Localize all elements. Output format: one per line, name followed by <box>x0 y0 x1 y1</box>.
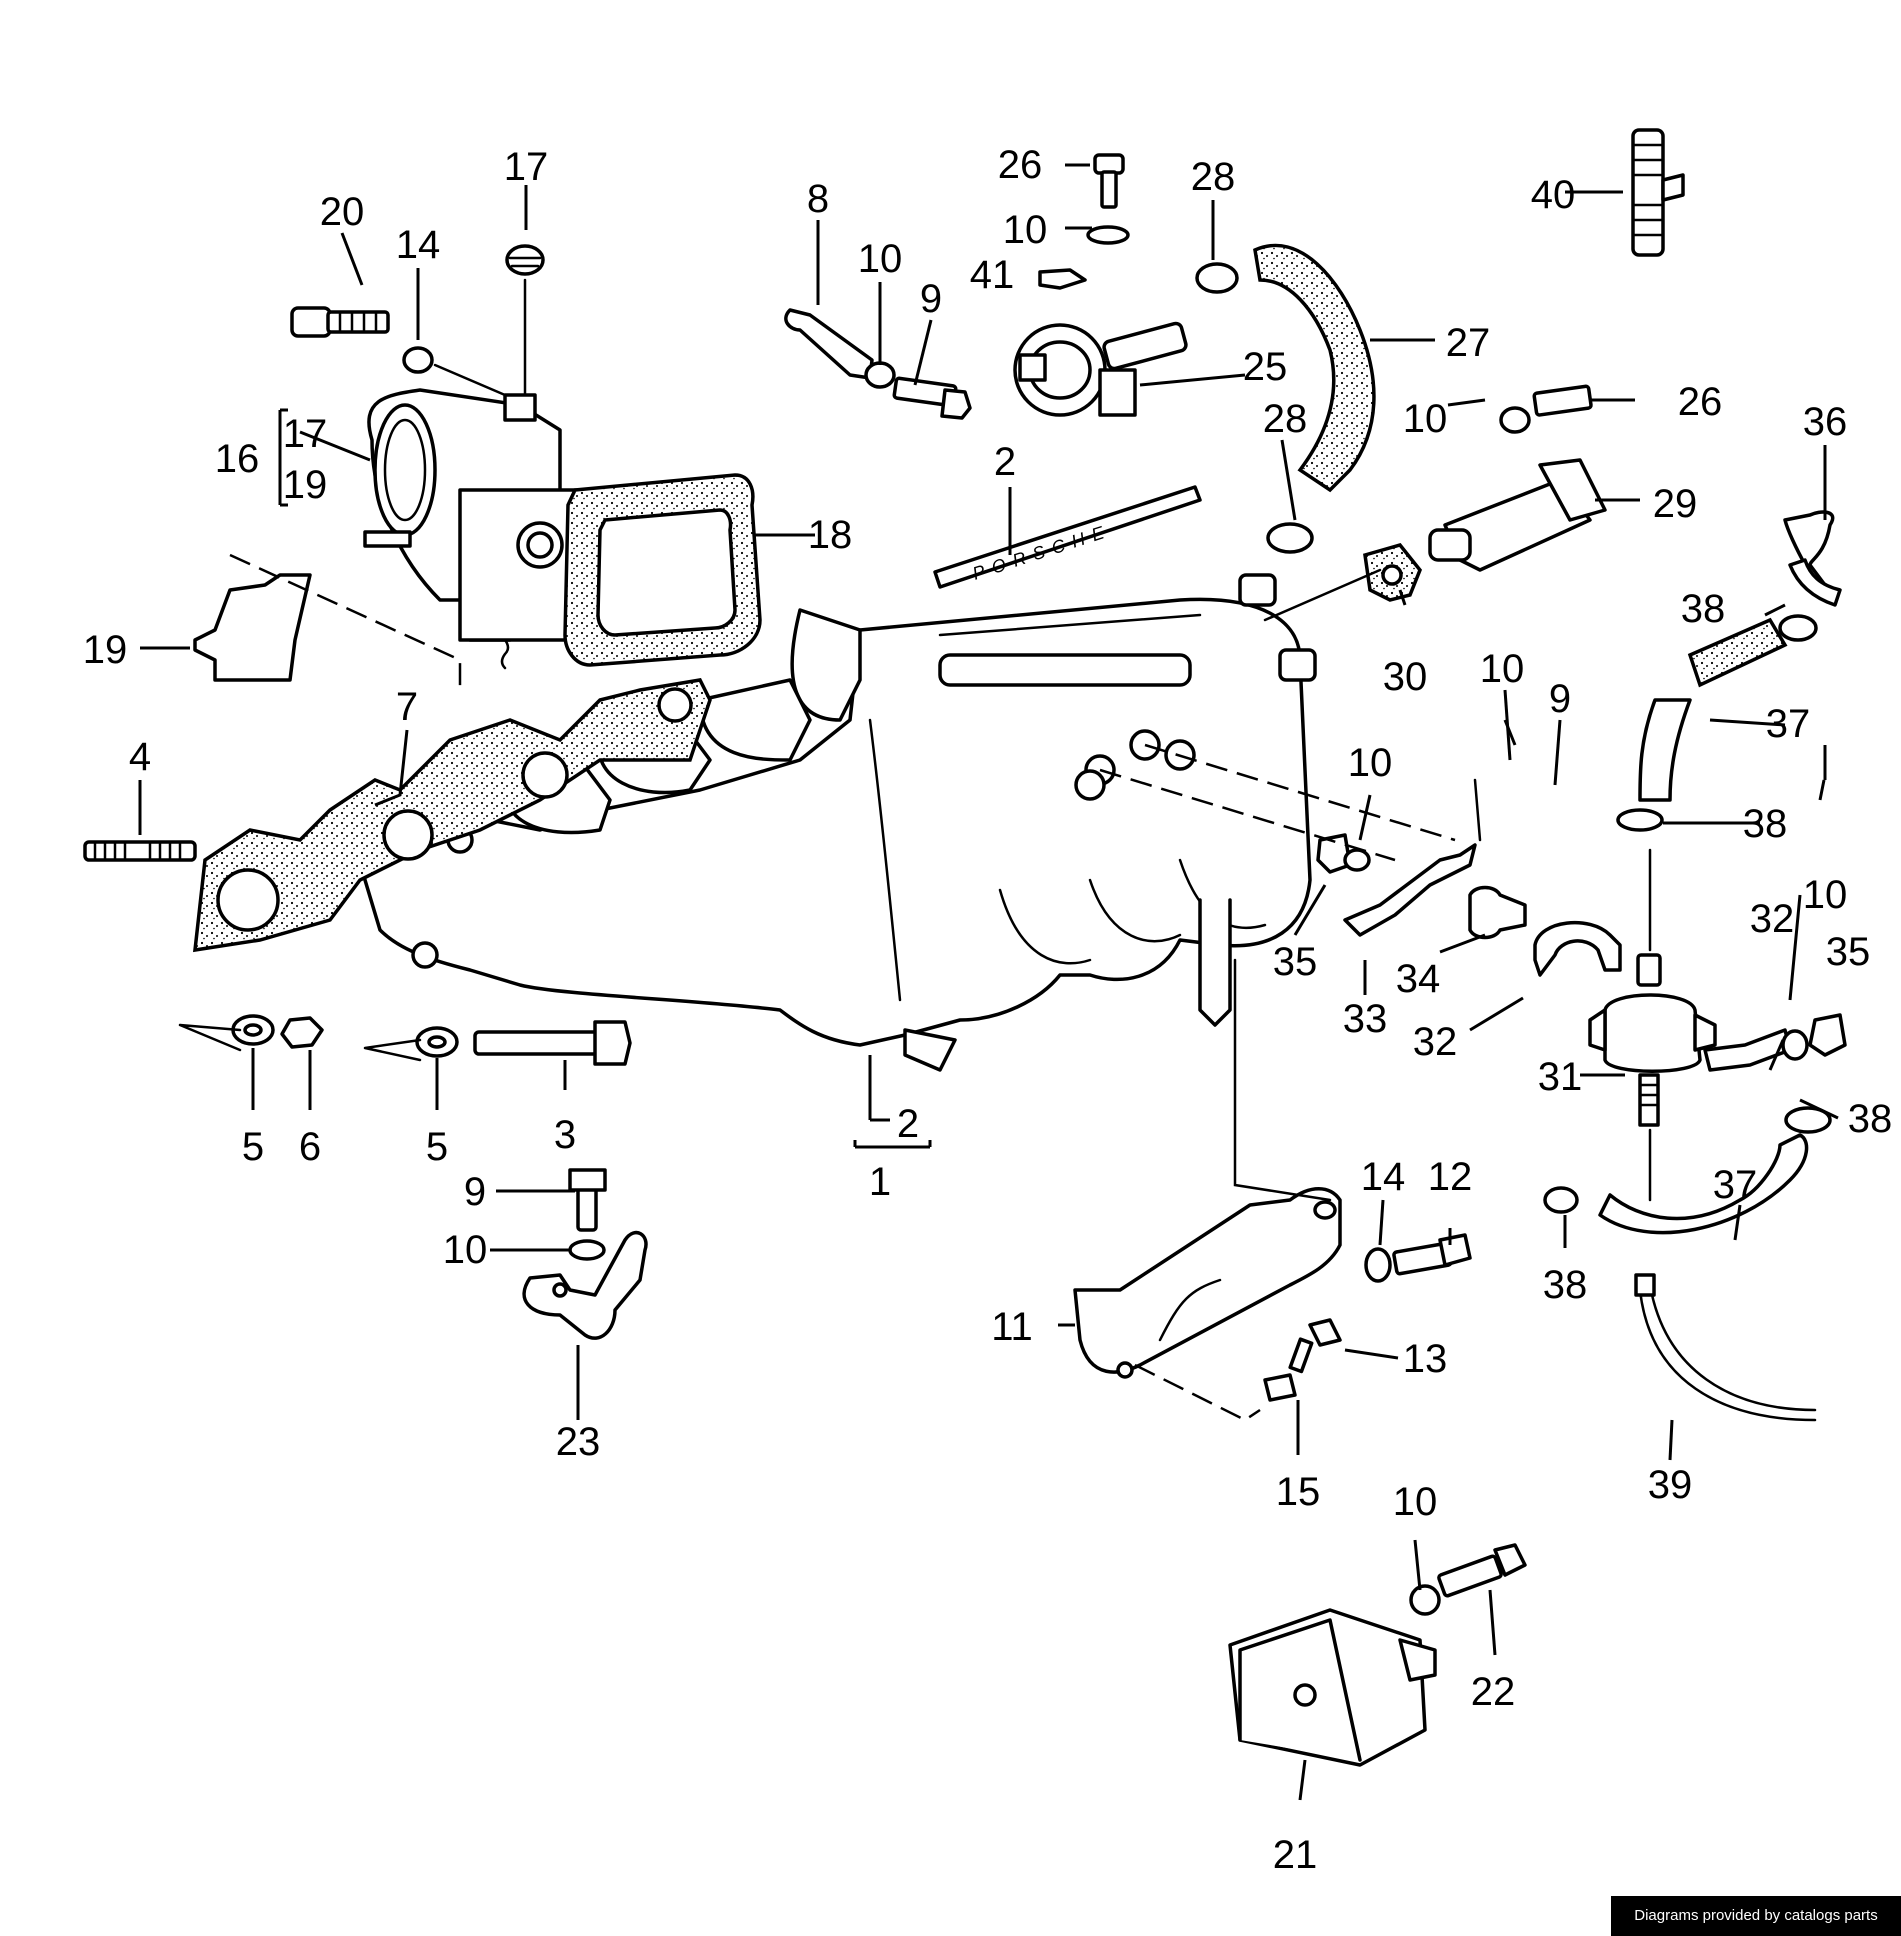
callout-10: 10 <box>1003 208 1048 252</box>
callout-16: 16 <box>215 437 260 481</box>
callout-10: 10 <box>1480 647 1525 691</box>
callout-22: 22 <box>1471 1670 1516 1714</box>
callout-17: 17 <box>504 145 549 189</box>
callout-10: 10 <box>858 237 903 281</box>
callout-38: 38 <box>1681 587 1726 631</box>
callout-17: 17 <box>283 412 328 456</box>
callout-4: 4 <box>129 735 151 779</box>
callout-14: 14 <box>396 223 441 267</box>
callout-38: 38 <box>1543 1263 1588 1307</box>
callout-13: 13 <box>1403 1337 1448 1381</box>
idle-valve-part <box>1263 384 1607 622</box>
callout-33: 33 <box>1343 997 1388 1041</box>
callout-41: 41 <box>970 253 1015 297</box>
credit-banner: Diagrams provided by catalogs parts <box>1611 1896 1901 1936</box>
assembly-lines <box>1099 743 1652 1422</box>
callout-12: 12 <box>1428 1155 1473 1199</box>
callout-6: 6 <box>299 1125 321 1169</box>
callout-36: 36 <box>1803 400 1848 444</box>
callout-27: 27 <box>1446 321 1491 365</box>
callout-37: 37 <box>1766 702 1811 746</box>
bolt-part <box>473 1020 632 1066</box>
callout-30: 30 <box>1383 655 1428 699</box>
callout-32: 32 <box>1750 897 1795 941</box>
callout-1: 1 <box>869 1160 891 1204</box>
stud-part-40 <box>1631 128 1685 257</box>
callout-2: 2 <box>994 440 1016 484</box>
callout-39: 39 <box>1648 1463 1693 1507</box>
bracket-part-23 <box>522 1168 648 1340</box>
callout-3: 3 <box>554 1113 576 1157</box>
callout-5: 5 <box>426 1125 448 1169</box>
callout-19: 19 <box>83 628 128 672</box>
callout-37: 37 <box>1713 1163 1758 1207</box>
callout-20: 20 <box>320 190 365 234</box>
hose-parts-36-37 <box>1616 510 1842 832</box>
control-unit-part <box>1228 1543 1527 1767</box>
callout-19: 19 <box>283 463 328 507</box>
callout-28: 28 <box>1263 397 1308 441</box>
callout-34: 34 <box>1396 957 1441 1001</box>
clamp-bracket-parts <box>1316 833 1847 1072</box>
callout-25: 25 <box>1243 345 1288 389</box>
pressure-regulator-part <box>1588 953 1717 1127</box>
intake-manifold-part <box>361 573 1317 1072</box>
callout-9: 9 <box>464 1170 486 1214</box>
fuel-line-parts <box>1543 1106 1832 1422</box>
callout-14: 14 <box>1361 1155 1406 1199</box>
callout-10: 10 <box>1348 741 1393 785</box>
callout-32: 32 <box>1413 1020 1458 1064</box>
callout-2: 2 <box>897 1102 919 1146</box>
part-drawings: PORSCHE <box>83 128 1847 1767</box>
callout-23: 23 <box>556 1420 601 1464</box>
callout-11: 11 <box>991 1305 1033 1349</box>
callout-8: 8 <box>807 177 829 221</box>
callout-9: 9 <box>920 277 942 321</box>
callout-10: 10 <box>1393 1480 1438 1524</box>
callout-28: 28 <box>1191 155 1236 199</box>
brand-plate-part: PORSCHE <box>933 485 1202 589</box>
callout-26: 26 <box>998 143 1043 187</box>
callout-15: 15 <box>1276 1470 1321 1514</box>
callout-35: 35 <box>1273 940 1318 984</box>
washer-nut-parts <box>178 1014 459 1062</box>
leader-lines <box>138 163 1839 1801</box>
throttle-body-part <box>363 388 582 670</box>
upper-fastener-parts <box>290 244 545 397</box>
callout-18: 18 <box>808 513 853 557</box>
callout-38: 38 <box>1848 1097 1893 1141</box>
flange-gasket-part <box>193 678 712 953</box>
callout-21: 21 <box>1273 1833 1318 1877</box>
callout-35: 35 <box>1826 930 1871 974</box>
callout-31: 31 <box>1538 1055 1583 1099</box>
callout-5: 5 <box>242 1125 264 1169</box>
callout-38: 38 <box>1743 802 1788 846</box>
callout-40: 40 <box>1531 173 1576 217</box>
callout-10: 10 <box>1403 397 1448 441</box>
hose-part-27 <box>1195 243 1376 554</box>
callout-10: 10 <box>1803 873 1848 917</box>
callout-29: 29 <box>1653 482 1698 526</box>
callout-numbers: 1 2 2 3 4 5 5 6 7 8 9 9 9 10 10 10 10 10… <box>83 143 1893 1877</box>
callout-10: 10 <box>443 1228 488 1272</box>
support-bracket-part <box>1073 1187 1472 1402</box>
stud-part <box>83 840 197 862</box>
callout-7: 7 <box>396 685 418 729</box>
callout-26: 26 <box>1678 380 1723 424</box>
throttle-switch-part <box>193 553 462 690</box>
vacuum-valve-part <box>1013 153 1188 417</box>
bracket-part-8 <box>784 308 972 420</box>
callout-9: 9 <box>1549 677 1571 721</box>
throttle-gasket-part <box>563 473 762 667</box>
